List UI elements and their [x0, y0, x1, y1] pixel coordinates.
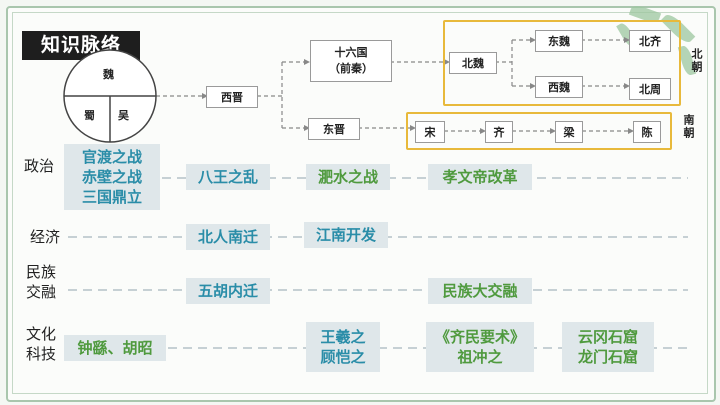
northern-dynasties-highlight [443, 20, 681, 106]
qi-box: 齐 [485, 121, 513, 143]
eastern-wei-box: 东魏 [535, 30, 583, 52]
kingdom-wu-label: 吴 [118, 109, 129, 122]
culture-label-line2: 科技 [26, 345, 57, 363]
zhongyao-huzhao-tag: 钟繇、胡昭 [64, 335, 166, 361]
qimin-yaoshu: 《齐民要术》 [434, 328, 525, 346]
southern-dynasties-label: 南朝 [682, 114, 695, 140]
western-wei-box: 西魏 [535, 76, 583, 98]
sixteen-kingdoms-line1: 十六国 [334, 46, 368, 59]
northern-qi-box: 北齐 [629, 30, 671, 52]
economy-label: 经济 [30, 228, 61, 246]
ethnic-label-line2: 交融 [26, 283, 57, 301]
northern-zhou-box: 北周 [629, 78, 671, 100]
gu-kaizhi: 顾恺之 [320, 348, 366, 366]
ethnic-label-line1: 民族 [26, 263, 57, 281]
liang-box: 梁 [555, 121, 583, 143]
yungang-grottoes: 云冈石窟 [577, 328, 638, 346]
wang-xizhi: 王羲之 [320, 328, 366, 346]
xiaowen-reform-tag: 孝文帝改革 [428, 164, 532, 190]
northern-migration-tag: 北人南迁 [186, 224, 270, 250]
kingdom-wei-label: 魏 [103, 68, 114, 81]
five-hu-migration-tag: 五胡内迁 [186, 278, 270, 304]
southern-dynasties-highlight [406, 112, 672, 150]
chen-box: 陈 [633, 121, 661, 143]
ethnic-fusion-tag: 民族大交融 [428, 278, 532, 304]
guandu-battle: 官渡之战 [81, 148, 142, 166]
eastern-jin-box: 东晋 [308, 118, 360, 140]
sixteen-kingdoms-box: 十六国 （前秦） [310, 40, 392, 82]
grottoes-tag: 云冈石窟 龙门石窟 [562, 322, 654, 372]
eight-princes-tag: 八王之乱 [186, 164, 270, 190]
kingdom-shu-label: 蜀 [84, 109, 95, 122]
northern-wei-box: 北魏 [449, 52, 497, 74]
ethnic-label: 民族 交融 [26, 262, 56, 302]
feishui-battle-tag: 淝水之战 [306, 164, 390, 190]
northern-dynasties-label: 北朝 [690, 48, 703, 74]
three-kingdoms-tripartite: 三国鼎立 [81, 188, 142, 206]
chibi-battle: 赤壁之战 [81, 168, 142, 186]
culture-label: 文化 科技 [26, 324, 56, 364]
politics-label: 政治 [24, 157, 55, 175]
zu-chongzhi: 祖冲之 [457, 348, 503, 366]
jiangnan-development-tag: 江南开发 [304, 222, 388, 248]
longmen-grottoes: 龙门石窟 [577, 348, 638, 366]
western-jin-box: 西晋 [206, 86, 258, 108]
qimin-zuchongzhi-tag: 《齐民要术》 祖冲之 [426, 322, 534, 372]
song-box: 宋 [415, 121, 445, 143]
culture-label-line1: 文化 [26, 325, 57, 343]
sixteen-kingdoms-line2: （前秦） [329, 62, 373, 75]
wang-gu-tag: 王羲之 顾恺之 [306, 322, 380, 372]
three-kingdoms-events-tag: 官渡之战 赤壁之战 三国鼎立 [64, 144, 160, 210]
slide-inner-border [12, 12, 708, 394]
